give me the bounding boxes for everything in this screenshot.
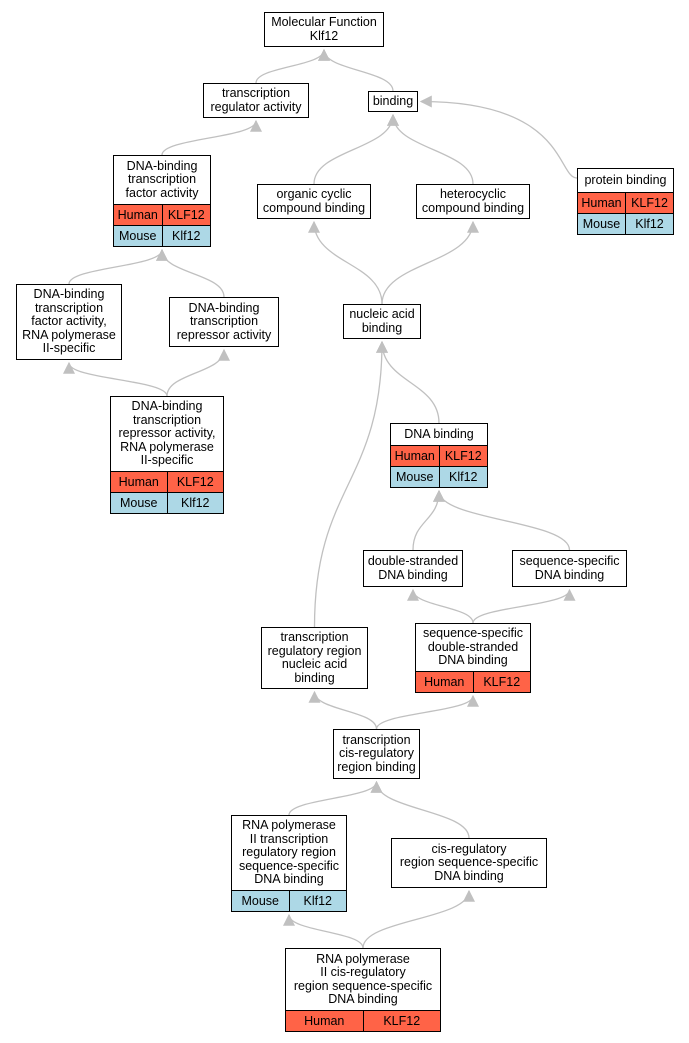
node-label: RNA polymerase II transcription regulato… bbox=[238, 818, 340, 887]
go-term-node-ocb[interactable]: organic cyclic compound binding bbox=[257, 184, 371, 219]
edge-ssdsdb-to-ssdb bbox=[472, 588, 576, 624]
node-label: double-stranded DNA binding bbox=[367, 554, 459, 582]
go-term-node-hcb[interactable]: heterocyclic compound binding bbox=[416, 184, 530, 219]
species-name: Human bbox=[581, 196, 622, 210]
go-term-node-ssdsdb[interactable]: sequence-specific double-stranded DNA bi… bbox=[415, 623, 531, 693]
edge-dbtr-to-dbtf bbox=[156, 248, 225, 298]
go-term-node-rp2[interactable]: RNA polymerase II transcription regulato… bbox=[231, 815, 347, 912]
go-term-node-ssdb[interactable]: sequence-specific DNA binding bbox=[512, 550, 627, 587]
edge-tcrrb-to-ssdsdb bbox=[375, 694, 479, 730]
go-term-node-root[interactable]: Molecular Function Klf12 bbox=[264, 12, 384, 47]
node-label: heterocyclic compound binding bbox=[421, 187, 525, 215]
edge-db-to-nab bbox=[376, 340, 440, 424]
species-row-mouse: Mouse Klf12 bbox=[232, 890, 346, 911]
go-term-node-nab[interactable]: nucleic acid binding bbox=[343, 304, 421, 339]
gene-symbol[interactable]: KLF12 bbox=[472, 672, 531, 692]
go-term-node-crss[interactable]: cis-regulatory region sequence-specific … bbox=[391, 838, 547, 888]
node-label: protein binding bbox=[584, 172, 667, 187]
node-label: DNA-binding transcription repressor acti… bbox=[118, 399, 216, 468]
gene-symbol[interactable]: KLF12 bbox=[166, 472, 224, 492]
node-label: DNA-binding transcription factor activit… bbox=[22, 287, 116, 356]
go-term-node-dbtr[interactable]: DNA-binding transcription repressor acti… bbox=[169, 297, 279, 347]
species-name: Human bbox=[118, 475, 159, 489]
gene-symbol[interactable]: Klf12 bbox=[438, 467, 488, 487]
edge-pb-to-binding bbox=[419, 95, 578, 179]
node-label: nucleic acid binding bbox=[349, 307, 415, 335]
edge-rp2-to-tcrrb bbox=[288, 780, 383, 816]
edge-tra-to-root bbox=[255, 48, 330, 84]
edge-rp2cr-to-crss bbox=[362, 889, 475, 949]
go-term-node-dbtf[interactable]: DNA-binding transcription factor activit… bbox=[113, 155, 211, 247]
species-row-human: Human KLF12 bbox=[111, 471, 223, 492]
go-term-node-rp2cr[interactable]: RNA polymerase II cis-regulatory region … bbox=[285, 948, 441, 1032]
edge-tcrrb-to-trrnab bbox=[308, 690, 378, 730]
node-label: transcription regulator activity bbox=[210, 86, 302, 114]
gene-symbol[interactable]: KLF12 bbox=[362, 1011, 441, 1031]
edge-nab-to-hcb bbox=[381, 220, 479, 305]
species-name: Human bbox=[424, 675, 465, 689]
species-name: Mouse bbox=[241, 894, 280, 908]
species-name: Mouse bbox=[395, 470, 434, 484]
edge-nab-to-ocb bbox=[308, 220, 383, 305]
species-name: Human bbox=[394, 449, 435, 463]
go-term-node-dbtr2[interactable]: DNA-binding transcription repressor acti… bbox=[110, 396, 224, 514]
edge-hcb-to-binding bbox=[387, 113, 474, 185]
species-name: Mouse bbox=[118, 229, 157, 243]
gene-symbol[interactable]: KLF12 bbox=[438, 446, 488, 466]
node-label: DNA-binding transcription repressor acti… bbox=[176, 300, 272, 342]
gene-symbol[interactable]: KLF12 bbox=[625, 193, 673, 213]
species-row-mouse: Mouse Klf12 bbox=[111, 492, 223, 513]
species-name: Mouse bbox=[582, 217, 621, 231]
species-name: Mouse bbox=[119, 496, 158, 510]
node-label: cis-regulatory region sequence-specific … bbox=[399, 841, 539, 883]
node-label: RNA polymerase II cis-regulatory region … bbox=[293, 951, 433, 1006]
go-term-node-binding[interactable]: binding bbox=[368, 91, 418, 112]
node-label: sequence-specific DNA binding bbox=[519, 554, 620, 582]
edge-crss-to-tcrrb bbox=[370, 780, 470, 839]
node-label: transcription cis-regulatory region bind… bbox=[337, 732, 416, 774]
gene-symbol[interactable]: Klf12 bbox=[161, 226, 211, 246]
species-row-mouse: Mouse Klf12 bbox=[391, 466, 487, 487]
edge-dsdb-to-db bbox=[412, 489, 445, 551]
species-name: Human bbox=[304, 1014, 345, 1028]
species-row-mouse: Mouse Klf12 bbox=[114, 225, 210, 246]
gene-symbol[interactable]: KLF12 bbox=[161, 205, 211, 225]
edge-dbtr2-to-dbtr bbox=[166, 348, 230, 397]
go-term-node-dbtf2[interactable]: DNA-binding transcription factor activit… bbox=[16, 284, 122, 360]
node-label: organic cyclic compound binding bbox=[262, 187, 366, 215]
node-label: Molecular Function Klf12 bbox=[271, 15, 377, 43]
go-term-node-dsdb[interactable]: double-stranded DNA binding bbox=[363, 550, 463, 587]
edge-dbtf-to-tra bbox=[161, 119, 262, 156]
edge-ssdb-to-db bbox=[433, 489, 571, 551]
gene-symbol[interactable]: Klf12 bbox=[288, 891, 347, 911]
edge-rp2cr-to-rp2 bbox=[283, 913, 364, 949]
gene-symbol[interactable]: Klf12 bbox=[166, 493, 224, 513]
species-row-mouse: Mouse Klf12 bbox=[578, 213, 673, 234]
species-row-human: Human KLF12 bbox=[416, 671, 530, 692]
edge-ssdsdb-to-dsdb bbox=[407, 588, 474, 624]
node-label: sequence-specific double-stranded DNA bi… bbox=[422, 626, 524, 668]
node-label: binding bbox=[372, 93, 414, 108]
edge-binding-to-root bbox=[318, 48, 394, 92]
go-term-node-tra[interactable]: transcription regulator activity bbox=[203, 83, 309, 118]
node-label: DNA-binding transcription factor activit… bbox=[125, 158, 199, 200]
edge-trrnab-to-nab bbox=[313, 340, 388, 628]
node-label: transcription regulatory region nucleic … bbox=[267, 630, 362, 685]
species-row-human: Human KLF12 bbox=[286, 1010, 440, 1031]
edge-ocb-to-binding bbox=[313, 113, 399, 185]
edge-dbtf2-to-dbtf bbox=[68, 248, 168, 285]
go-term-node-tcrrb[interactable]: transcription cis-regulatory region bind… bbox=[333, 729, 420, 779]
gene-symbol[interactable]: Klf12 bbox=[625, 214, 673, 234]
edge-dbtr2-to-dbtf2 bbox=[63, 361, 168, 397]
species-name: Human bbox=[117, 208, 158, 222]
node-label: DNA binding bbox=[404, 426, 474, 441]
go-term-node-trrnab[interactable]: transcription regulatory region nucleic … bbox=[261, 627, 368, 689]
